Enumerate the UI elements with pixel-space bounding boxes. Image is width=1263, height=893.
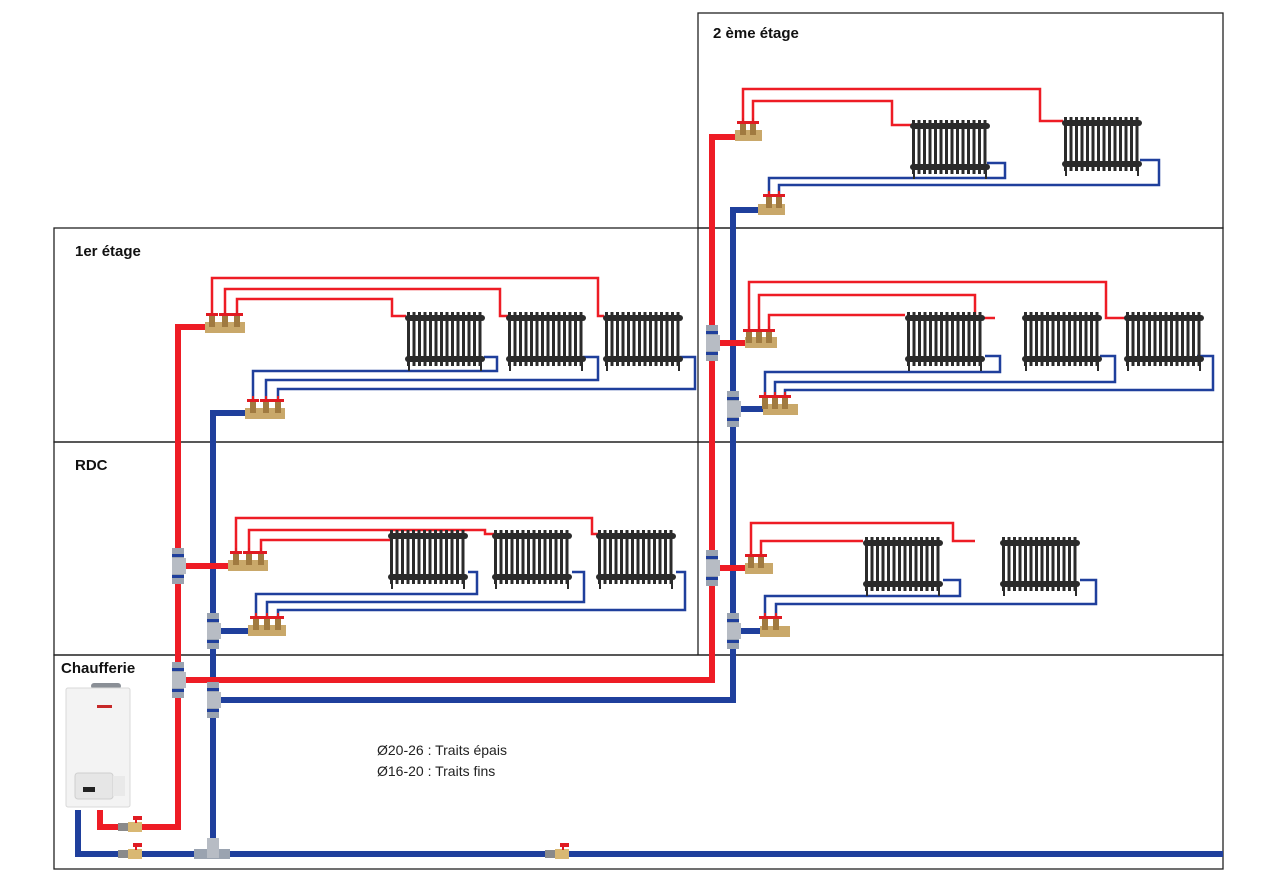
manifold-1er-right-hot <box>743 326 777 348</box>
radiator-rdc-right-2 <box>1000 537 1080 596</box>
boiler <box>65 683 131 808</box>
radiator-1er-left-1 <box>405 312 485 371</box>
branch-pipes <box>210 87 1215 620</box>
legend-thin: Ø16-20 : Traits fins <box>377 763 495 779</box>
ball-valve-icon <box>118 843 142 859</box>
cold-branch-right <box>213 207 768 703</box>
label-chaufferie: Chaufferie <box>61 660 135 677</box>
hot-riser-left <box>97 324 215 830</box>
manifold-1er-right-cold <box>759 392 798 415</box>
label-rdc: RDC <box>75 457 108 474</box>
tee-icon <box>207 682 221 718</box>
hot-branch-right <box>178 134 745 683</box>
radiator-2eme-2 <box>1062 117 1142 176</box>
manifold-1er-left-cold <box>245 396 285 419</box>
manifold-rdc-right-cold <box>759 613 790 637</box>
label-1er-etage: 1er étage <box>75 243 141 260</box>
radiator-1er-left-2 <box>506 312 586 371</box>
cold-riser-left <box>75 810 1223 857</box>
radiator-2eme-1 <box>910 120 990 179</box>
tee-icon <box>207 613 221 649</box>
label-2eme-etage: 2 ème étage <box>713 25 799 42</box>
tee-icon <box>172 662 186 698</box>
radiator-1er-right-2 <box>1022 312 1102 371</box>
manifold-rdc-right-hot <box>745 551 773 574</box>
radiator-1er-left-3 <box>603 312 683 371</box>
ball-valve-icon <box>118 816 142 832</box>
manifold-rdc-left-hot <box>228 548 268 571</box>
tee-fittings <box>172 325 741 859</box>
main-pipes <box>75 134 1223 857</box>
frame-chaufferie <box>53 654 1224 870</box>
legend-thick: Ø20-26 : Traits épais <box>377 742 507 758</box>
radiator-1er-right-1 <box>905 312 985 371</box>
radiator-rdc-left-2 <box>492 530 572 589</box>
manifold-2eme-cold <box>758 191 785 215</box>
tee-icon <box>172 548 186 584</box>
tee-icon <box>727 391 741 427</box>
tee-icon <box>194 838 230 859</box>
radiator-1er-right-3 <box>1124 312 1204 371</box>
manifold-rdc-left-cold <box>248 613 286 636</box>
radiator-rdc-left-3 <box>596 530 676 589</box>
radiator-rdc-left-1 <box>388 530 468 589</box>
manifold-1er-left-hot <box>205 310 245 333</box>
manifold-2eme-hot <box>735 118 762 141</box>
tee-icon <box>706 550 720 586</box>
floor-frames <box>53 12 1224 870</box>
tee-icon <box>727 613 741 649</box>
ball-valve-icon <box>545 843 569 859</box>
tee-icon <box>706 325 720 361</box>
manifolds <box>205 118 798 637</box>
radiator-rdc-right-1 <box>863 537 943 596</box>
